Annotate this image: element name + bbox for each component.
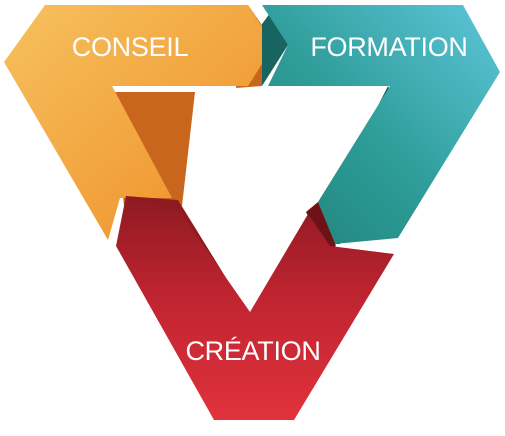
- formation-arm: [262, 5, 500, 244]
- creation-segment: [116, 196, 394, 420]
- creation-label: CRÉATION: [185, 336, 320, 366]
- formation-label: FORMATION: [310, 32, 467, 62]
- creation-fold: [306, 202, 336, 252]
- conseil-arm: [4, 5, 274, 240]
- conseil-label: CONSEIL: [72, 32, 189, 62]
- conseil-segment: [4, 5, 276, 240]
- creation-arm: [116, 196, 394, 420]
- formation-segment: [262, 5, 500, 244]
